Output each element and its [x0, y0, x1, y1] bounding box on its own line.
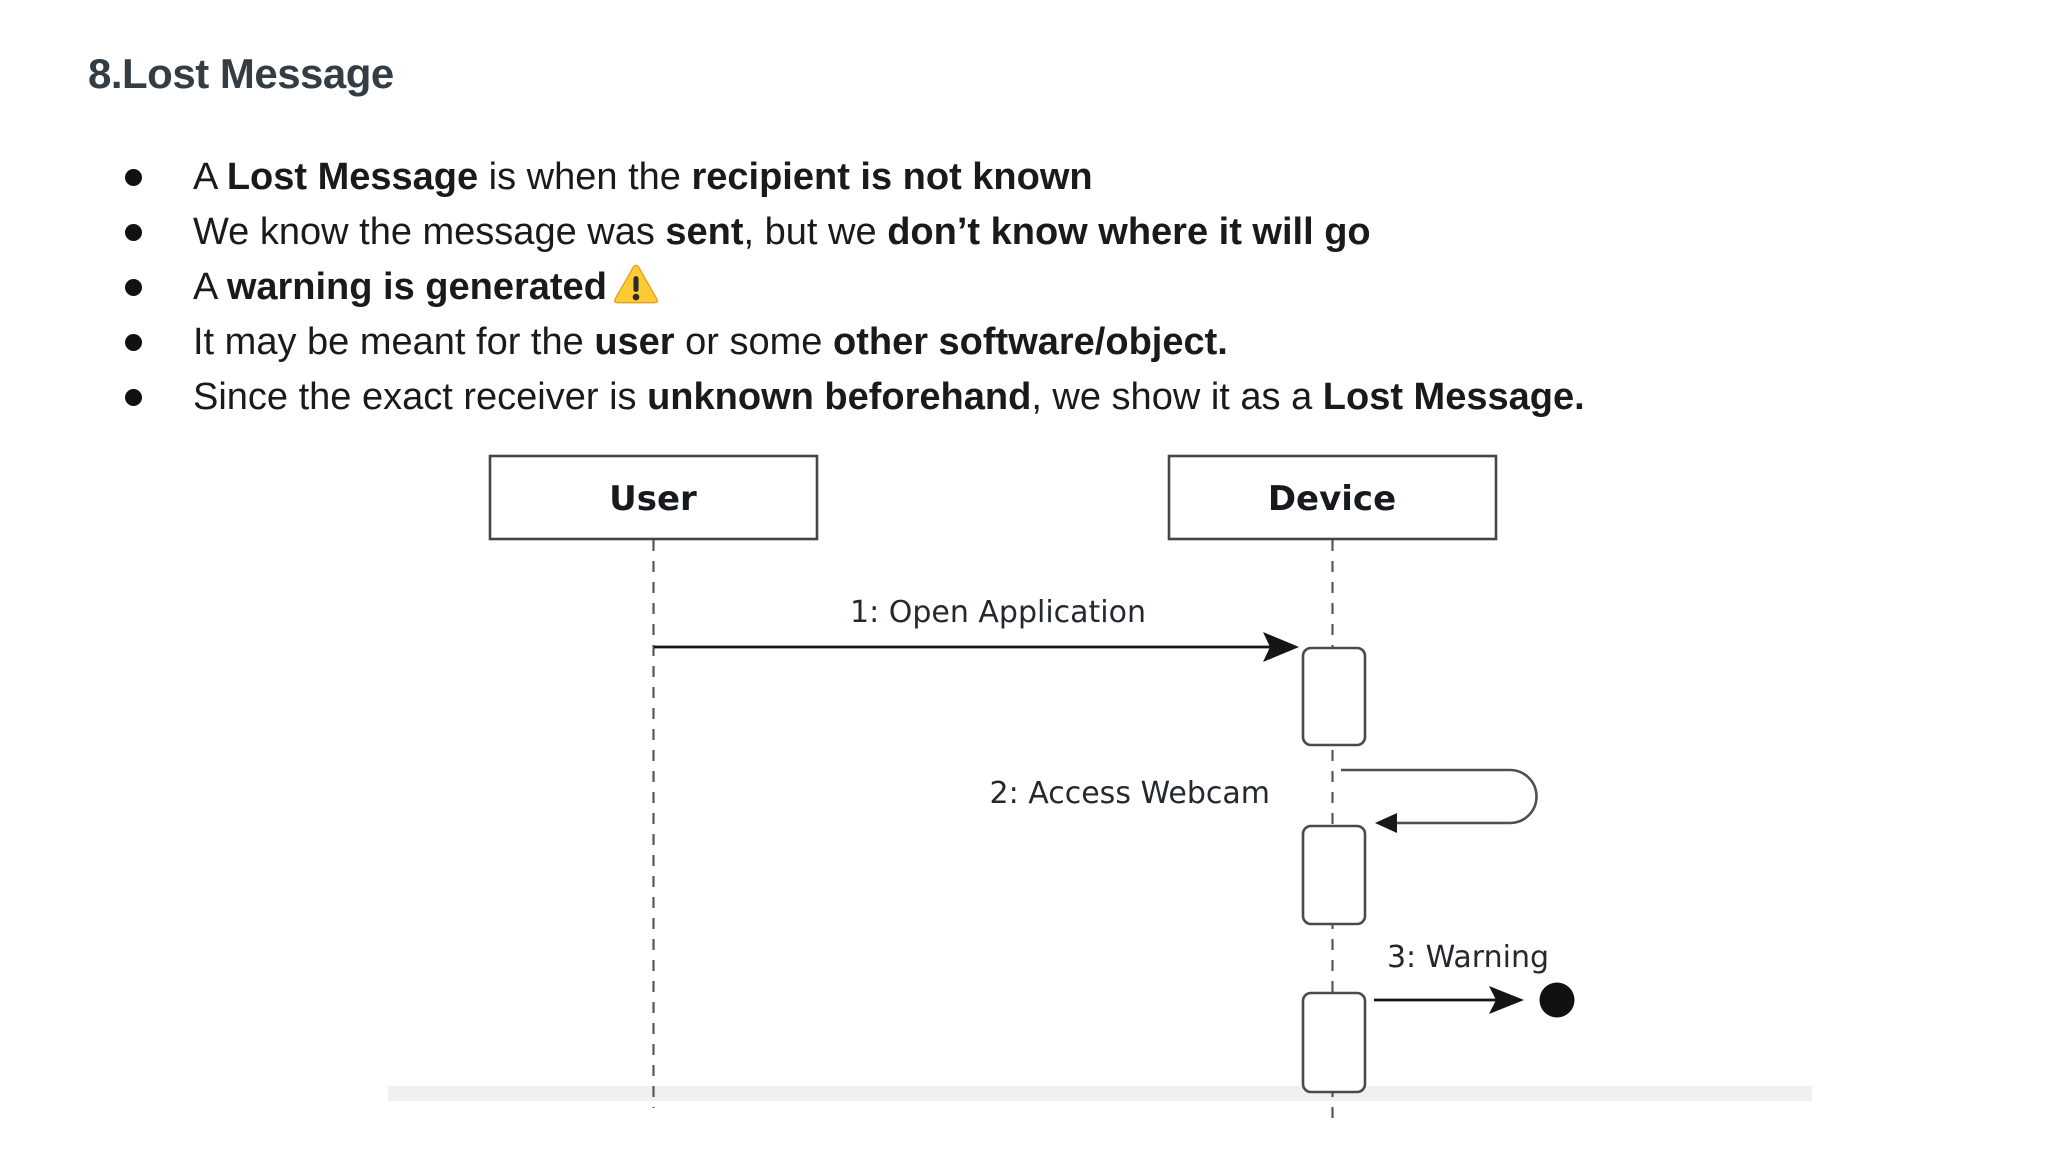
bullet-segment: user [594, 321, 675, 363]
bullet-segment: or some [674, 321, 833, 363]
bullet-segment: A [193, 266, 227, 308]
bullet-segment: sent [665, 211, 744, 253]
bullet-segment: Lost Message [226, 156, 479, 198]
bullet-list: A Lost Message is when the recipient is … [125, 150, 1793, 425]
bottom-shade-band [388, 1086, 1812, 1101]
bullet-segment: It may be meant for the [193, 321, 595, 363]
bullet-item: A Lost Message is when the recipient is … [125, 150, 1793, 205]
device-lifeline-label: Device [1268, 479, 1396, 519]
bullet-item: We know the message was sent, but we don… [125, 205, 1793, 260]
bullet-segment: We know the message was [193, 211, 666, 253]
bullet-item: A warning is generated [125, 260, 1793, 315]
message-2-label: 2: Access Webcam [990, 776, 1270, 811]
user-lifeline-head [488, 454, 819, 541]
user-lifeline-label: User [609, 479, 697, 519]
bullet-segment: Since the exact receiver is [193, 376, 648, 418]
lost-message-endpoint-icon [1539, 982, 1575, 1018]
bullet-item: Since the exact receiver is unknown befo… [125, 370, 1793, 425]
activation-bar-3 [1301, 991, 1367, 1094]
bullet-segment: A [193, 156, 227, 198]
warning-emoji [613, 264, 658, 304]
bullet-segment: unknown beforehand [647, 376, 1032, 418]
activation-bar-2 [1301, 824, 1367, 926]
device-lifeline-head [1167, 454, 1498, 541]
message-3-label: 3: Warning [1387, 940, 1549, 975]
message-1-label: 1: Open Application [850, 595, 1146, 630]
self-message-loop [1341, 768, 1538, 825]
bullet-segment: , we show it as a [1031, 376, 1323, 418]
bullet-segment: recipient is not known [691, 156, 1093, 198]
activation-bar-1 [1301, 646, 1367, 747]
bullet-segment: is when the [478, 156, 692, 198]
bullet-segment: other software/object. [832, 321, 1228, 363]
bullet-item: It may be meant for the user or some oth… [125, 315, 1793, 370]
bullet-segment: don’t know where it will go [887, 211, 1371, 253]
arrowhead-left-icon [1375, 813, 1397, 833]
bullet-segment: , but we [743, 211, 888, 253]
bullet-segment: Lost Message. [1322, 376, 1585, 418]
bullet-segment: warning is generated [226, 266, 607, 308]
arrowhead-right-icon [1489, 986, 1524, 1014]
page-title: 8.Lost Message [88, 50, 394, 97]
arrowhead-right-icon [1263, 632, 1299, 662]
